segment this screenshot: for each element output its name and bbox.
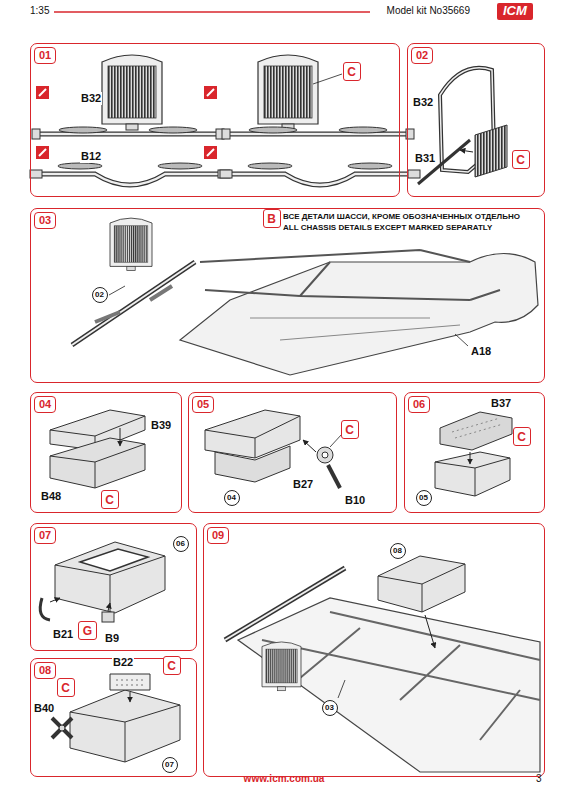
step-panel: 03 B 02 [30,208,545,383]
callout-number: 06 [176,539,185,548]
color-code-box: B [263,209,281,228]
step-number: 09 [207,527,229,544]
step-number: 07 [34,527,56,544]
step-number: 08 [34,662,56,679]
callout-number: 08 [393,546,402,555]
chassis-note: ВСЕ ДЕТАЛИ ШАССИ, КРОМЕ ОБОЗНАЧЕННЫХ ОТД… [283,212,520,221]
step-number: 05 [192,396,214,413]
step-panel: 09 08 03 [203,523,545,777]
kit-number: Model kit No35669 [387,5,470,17]
color-code-box: C [341,420,359,439]
part-number: B9 [104,632,120,645]
color-code: B [267,212,276,226]
callout-number: 05 [419,493,428,502]
callout-number: 04 [227,493,236,502]
callout-number: 02 [95,290,104,299]
step-number: 02 [411,47,433,64]
step-number: 01 [34,47,56,64]
color-code: G [83,624,92,638]
color-code-box: G [78,621,97,640]
brand-logo: ICM [497,3,533,20]
part-number: B21 [52,628,74,641]
color-code: C [517,430,526,444]
part-number: B37 [490,397,512,410]
step-panel: 08CC07 [30,658,197,777]
color-code-box: C [343,62,361,81]
color-code: C [516,153,525,167]
subassembly-callout: 06 [173,536,189,552]
part-number: A18 [470,345,492,358]
color-code: C [167,659,176,673]
color-code-box: C [163,656,181,675]
website: www.icm.com.ua [244,773,325,785]
subassembly-callout: 02 [92,287,108,303]
step-number: 06 [408,396,430,413]
color-code: C [105,493,114,507]
part-number: B31 [414,152,436,165]
part-number: B40 [33,702,55,715]
part-number: B32 [412,96,434,109]
color-code-box: C [101,490,119,509]
part-number: B39 [150,419,172,432]
color-code: C [345,423,354,437]
step-panel: 06C 05 [404,392,545,513]
part-number: B48 [40,490,62,503]
step-number: 03 [34,212,56,229]
part-number: B22 [112,656,134,669]
step-number: 04 [34,396,56,413]
part-number: B12 [80,150,102,163]
part-number: B27 [292,478,314,491]
part-number: B10 [344,494,366,507]
color-code: C [347,65,356,79]
callout-number: 03 [325,703,334,712]
step-panel: 02C [407,43,545,197]
subassembly-callout: 03 [322,700,338,716]
step-panel: 01C [30,43,400,197]
part-number: B32 [80,92,102,105]
subassembly-callout: 08 [390,543,406,559]
callout-number: 07 [165,760,174,769]
color-code: C [61,681,70,695]
chassis-note: ALL CHASSIS DETAILS EXCEPT MARKED SEPARA… [283,223,492,232]
color-code-box: C [513,427,531,446]
subassembly-callout: 04 [224,490,240,506]
scale-text: 1:35 [30,5,49,17]
color-code-box: C [57,678,75,697]
color-code-box: C [512,150,530,169]
subassembly-callout: 07 [162,757,178,773]
page-number: 3 [536,773,542,785]
subassembly-callout: 05 [416,490,432,506]
